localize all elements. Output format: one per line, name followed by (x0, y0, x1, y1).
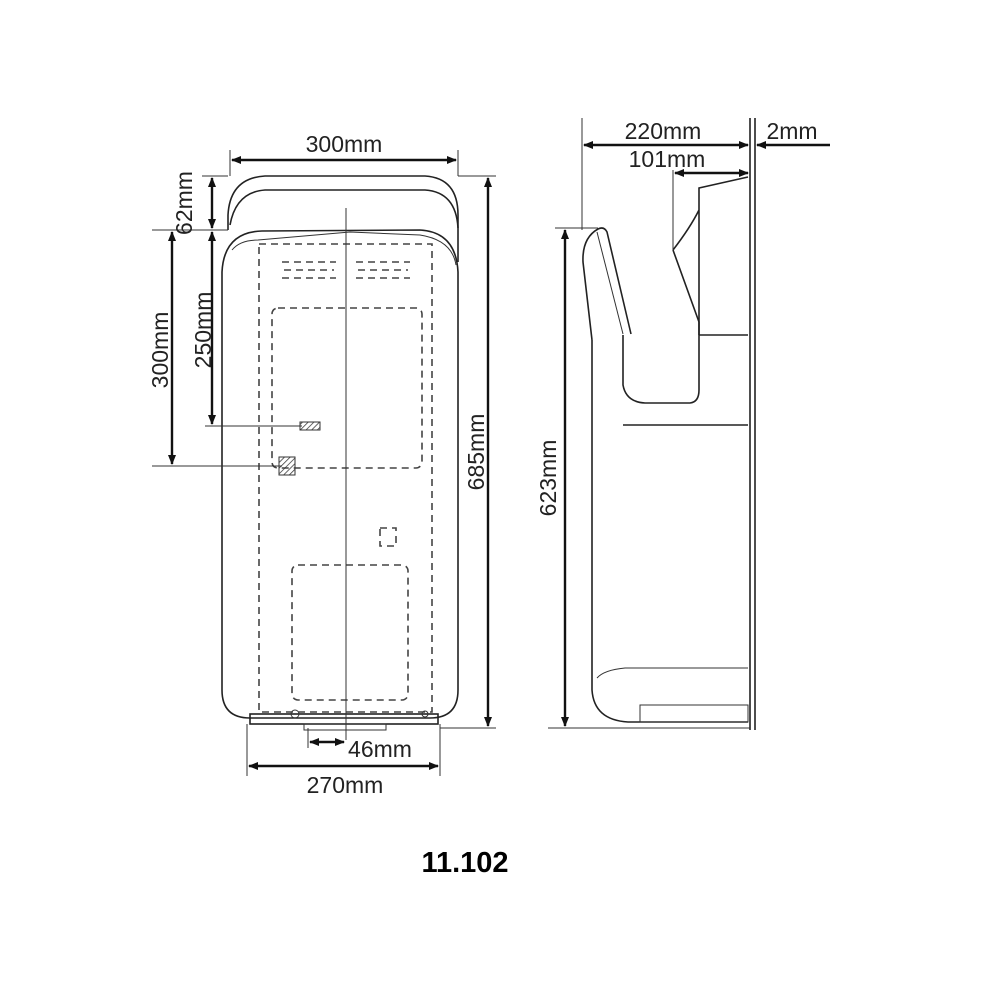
mounting-hole-small (299, 421, 321, 431)
vent-slots (282, 261, 410, 279)
screw-icon (290, 709, 300, 719)
dim-62-label: 62mm (171, 171, 197, 235)
dim-685-label: 685mm (463, 414, 489, 491)
dim-270-label: 270mm (307, 772, 384, 798)
dim-46-label: 46mm (348, 736, 412, 762)
body-top-curve (231, 231, 457, 266)
dim-2-label: 2mm (766, 118, 817, 144)
dim-623-label: 623mm (535, 440, 561, 517)
screw-icon (421, 710, 429, 718)
inner-frame-dashed (271, 307, 423, 469)
hand-cavity (622, 249, 700, 404)
nozzle-front (582, 227, 632, 341)
upper-housing (623, 176, 749, 426)
sensor-dashed (379, 527, 397, 547)
dim-101-label: 101mm (629, 146, 706, 172)
base-plate (249, 713, 439, 725)
dim-300-top-label: 300mm (306, 131, 383, 157)
dim-300-left-label: 300mm (147, 312, 173, 389)
body-outline (221, 229, 459, 719)
dim-220-label: 220mm (625, 118, 702, 144)
dim-250-label: 250mm (190, 292, 216, 369)
lower-box-dashed (291, 564, 409, 701)
front-view (221, 175, 459, 740)
top-cap-inner (229, 189, 459, 229)
side-view (582, 118, 756, 730)
front-dimensions: 300mm 62mm 250mm 300mm 685mm 46mm 270mm (147, 131, 496, 798)
model-number: 11.102 (421, 847, 508, 879)
body-side (591, 340, 748, 723)
outlet (303, 723, 387, 731)
side-dimensions: 220mm 2mm 101mm 623mm (535, 118, 830, 729)
base-plate-side (639, 704, 749, 723)
top-cap-outer (227, 175, 459, 262)
